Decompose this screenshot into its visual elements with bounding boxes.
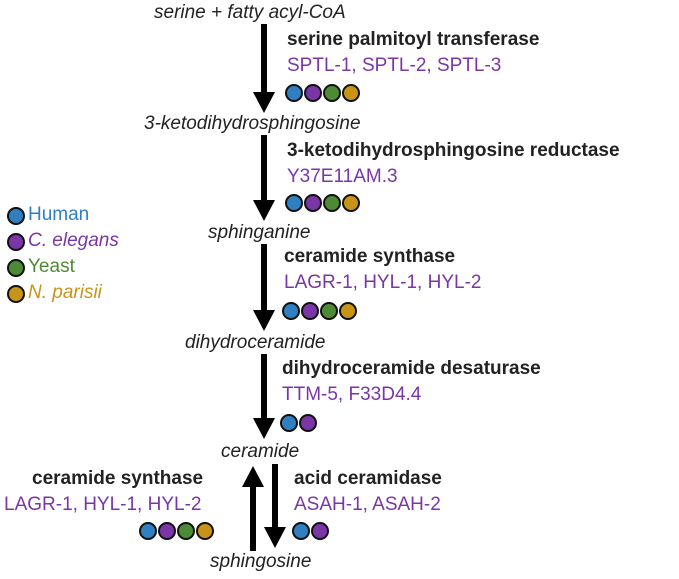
- arrow-sphinganine-to-dihydroceramide: [253, 244, 275, 331]
- metabolite-serine-fatty-acyl-coa: serine + fatty acyl-CoA: [154, 2, 346, 23]
- n-parisii-dot-icon: [342, 194, 360, 212]
- n-parisii-dot-icon: [339, 302, 357, 320]
- genes-lagr-hyl: LAGR-1, HYL-1, HYL-2: [284, 272, 482, 293]
- metabolite-sphinganine: sphinganine: [208, 222, 311, 243]
- legend-label: C. elegans: [28, 230, 119, 251]
- human-swatch-icon: [7, 207, 25, 225]
- c-elegans-dot-icon: [301, 302, 319, 320]
- c-elegans-dot-icon: [311, 522, 329, 540]
- genes-y37e11am3: Y37E11AM.3: [287, 166, 398, 187]
- yeast-dot-icon: [323, 194, 341, 212]
- n-parisii-swatch-icon: [7, 285, 25, 303]
- human-dot-icon: [280, 414, 298, 432]
- enzyme-3-ketodihydrosphingosine-reductase: 3-ketodihydrosphingosine reductase: [287, 140, 620, 161]
- human-dot-icon: [282, 302, 300, 320]
- human-dot-icon: [285, 84, 303, 102]
- c-elegans-dot-icon: [304, 84, 322, 102]
- arrow-ceramide-to-sphingosine: [264, 464, 286, 548]
- enzyme-serine-palmitoyl-transferase: serine palmitoyl transferase: [287, 29, 540, 50]
- c-elegans-swatch-icon: [7, 233, 25, 251]
- human-dot-icon: [292, 522, 310, 540]
- arrow-dihydroceramide-to-ceramide: [253, 354, 275, 439]
- genes-lagr-hyl-reverse: LAGR-1, HYL-1, HYL-2: [4, 494, 202, 515]
- yeast-dot-icon: [177, 522, 195, 540]
- genes-ttm5-f33d4: TTM-5, F33D4.4: [282, 384, 422, 405]
- n-parisii-dot-icon: [196, 522, 214, 540]
- human-dot-icon: [139, 522, 157, 540]
- metabolite-dihydroceramide: dihydroceramide: [185, 332, 326, 353]
- yeast-dot-icon: [320, 302, 338, 320]
- legend-label: N. parisii: [28, 282, 102, 303]
- enzyme-ceramide-synthase: ceramide synthase: [284, 246, 456, 267]
- c-elegans-dot-icon: [158, 522, 176, 540]
- arrow-keto-to-sphinganine: [253, 135, 275, 221]
- enzyme-acid-ceramidase: acid ceramidase: [294, 468, 442, 489]
- arrow-sphingosine-to-ceramide: [242, 466, 264, 551]
- human-dot-icon: [285, 194, 303, 212]
- metabolite-ceramide: ceramide: [221, 441, 300, 462]
- arrow-serine-to-keto: [253, 24, 275, 113]
- genes-asah: ASAH-1, ASAH-2: [294, 494, 441, 515]
- c-elegans-dot-icon: [299, 414, 317, 432]
- enzyme-dihydroceramide-desaturase: dihydroceramide desaturase: [282, 358, 541, 379]
- legend-label: Human: [28, 204, 90, 225]
- n-parisii-dot-icon: [342, 84, 360, 102]
- genes-sptl: SPTL-1, SPTL-2, SPTL-3: [287, 55, 502, 76]
- yeast-dot-icon: [323, 84, 341, 102]
- metabolite-sphingosine: sphingosine: [210, 551, 312, 572]
- enzyme-ceramide-synthase-reverse: ceramide synthase: [32, 468, 204, 489]
- legend-label: Yeast: [28, 256, 75, 277]
- c-elegans-dot-icon: [304, 194, 322, 212]
- metabolite-3-ketodihydrosphingosine: 3-ketodihydrosphingosine: [144, 113, 361, 134]
- yeast-swatch-icon: [7, 259, 25, 277]
